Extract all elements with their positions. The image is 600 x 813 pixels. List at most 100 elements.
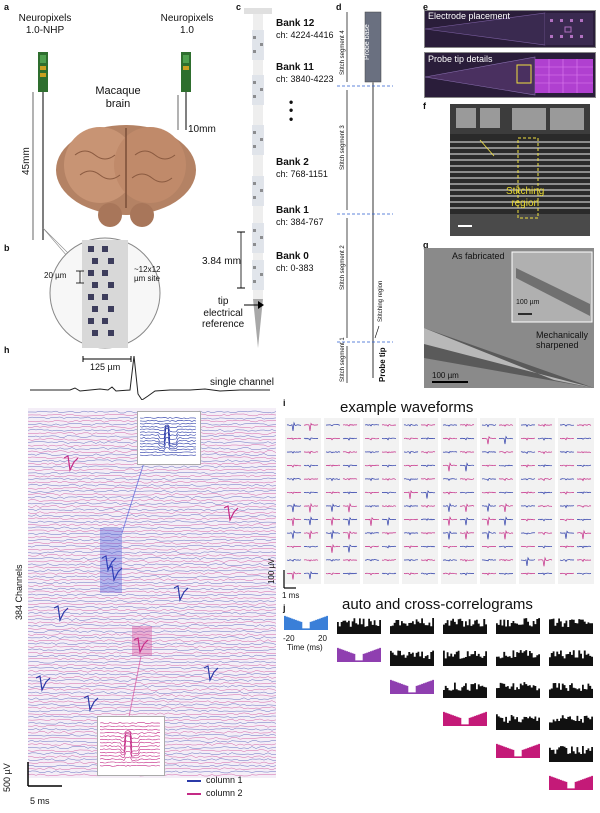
mean-waveform: [481, 424, 497, 428]
mean-waveform: [420, 504, 436, 508]
mean-waveform: [381, 424, 397, 427]
electrode-placement-image: [424, 10, 596, 48]
channel-trace: [28, 474, 276, 478]
panel-label-e: e: [423, 2, 429, 12]
mean-waveform: [559, 424, 574, 427]
mean-waveform: [325, 491, 341, 495]
correlogram-histogram: [496, 618, 540, 634]
correlogram-histogram: [443, 650, 487, 666]
channel-trace: [28, 621, 276, 624]
zoom-trace: [99, 745, 160, 757]
mean-waveform: [286, 517, 302, 526]
channel-trace: [28, 508, 276, 511]
channels-axis-label: 384 Channels: [14, 564, 24, 620]
channel-trace: [28, 602, 276, 606]
mean-waveform: [342, 516, 358, 526]
channel-trace: [28, 566, 276, 569]
mean-waveform: [421, 464, 436, 468]
channel-trace: [28, 535, 276, 539]
traces-svg: [28, 410, 276, 777]
mean-waveform: [381, 545, 397, 549]
channel-trace: [28, 669, 276, 673]
mean-waveform: [443, 502, 458, 512]
channel-trace: [28, 511, 276, 514]
mean-waveform: [342, 478, 358, 481]
mean-waveform: [498, 435, 514, 445]
zoom-trace: [99, 764, 161, 767]
mean-waveform: [520, 532, 536, 535]
zoom-trace: [139, 441, 197, 450]
mean-waveform: [303, 422, 319, 431]
zoom-trace: [99, 756, 161, 762]
mean-waveform: [342, 423, 358, 427]
mean-waveform: [342, 544, 358, 553]
mean-waveform: [498, 516, 514, 526]
mean-waveform: [286, 421, 302, 432]
mean-waveform: [498, 478, 514, 482]
mean-waveform: [342, 558, 358, 562]
mean-waveform: [442, 530, 458, 540]
mean-waveform: [287, 545, 302, 549]
spike-event: [35, 675, 51, 692]
correlogram-histogram: [549, 775, 593, 790]
mean-waveform: [576, 529, 592, 540]
correlogram-histogram: [496, 714, 540, 730]
channel-trace: [28, 611, 276, 615]
mean-waveform: [520, 424, 536, 428]
mean-waveform: [481, 530, 497, 540]
channel-trace: [28, 587, 276, 591]
mean-waveform: [459, 437, 475, 441]
sem-sharpened-tip-image: [424, 248, 594, 388]
mean-waveform: [520, 491, 536, 495]
channel-trace: [28, 615, 276, 618]
mean-waveform: [325, 478, 341, 482]
waveform-column: [324, 418, 360, 584]
length-3-84mm: 3.84 mm: [202, 256, 241, 267]
mean-waveform: [481, 502, 497, 512]
mean-waveform: [381, 491, 397, 495]
mean-waveform: [303, 570, 319, 580]
panel-label-g: g: [423, 240, 429, 250]
channel-trace: [28, 581, 276, 585]
i-voltage-label: 100 µV: [267, 558, 276, 584]
mean-waveform: [537, 491, 553, 495]
channel-trace: [28, 608, 276, 612]
mean-waveform: [442, 559, 457, 562]
mean-waveform: [303, 545, 319, 549]
mean-waveform: [537, 437, 553, 441]
channel-trace: [28, 550, 276, 554]
mean-waveform: [420, 423, 436, 427]
panel-label-d: d: [336, 2, 342, 12]
probe-tip-details-image: [424, 52, 596, 98]
channel-trace: [28, 651, 276, 655]
channel-trace: [28, 471, 276, 475]
mean-waveform: [559, 491, 575, 495]
spike-event: [83, 695, 99, 712]
mean-waveform: [381, 504, 397, 508]
mean-waveform: [381, 437, 397, 441]
channel-trace: [28, 538, 276, 542]
mean-waveform: [499, 529, 514, 540]
stitching-region-callout: Stitching region: [506, 186, 545, 209]
zoom-trace: [99, 761, 160, 764]
mean-waveform: [286, 491, 302, 495]
mean-waveform: [404, 490, 419, 499]
mean-waveform: [520, 505, 536, 508]
waveform-column: [480, 418, 516, 584]
channel-trace: [28, 624, 276, 627]
channel-trace: [28, 685, 276, 688]
zoom-trace: [100, 730, 161, 735]
mean-waveform: [537, 451, 553, 455]
mean-waveform: [325, 424, 341, 427]
mean-waveform: [420, 518, 436, 521]
mean-waveform: [498, 424, 514, 427]
mean-waveform: [481, 558, 497, 562]
channel-trace: [28, 694, 276, 697]
panel-b-illustration: [42, 228, 161, 349]
mean-waveform: [559, 559, 575, 563]
mean-waveform: [403, 532, 419, 536]
channel-trace: [28, 493, 276, 496]
bank-11-name: Bank 11: [276, 62, 314, 73]
zoom-trace: [99, 732, 161, 744]
channel-trace: [28, 700, 276, 704]
